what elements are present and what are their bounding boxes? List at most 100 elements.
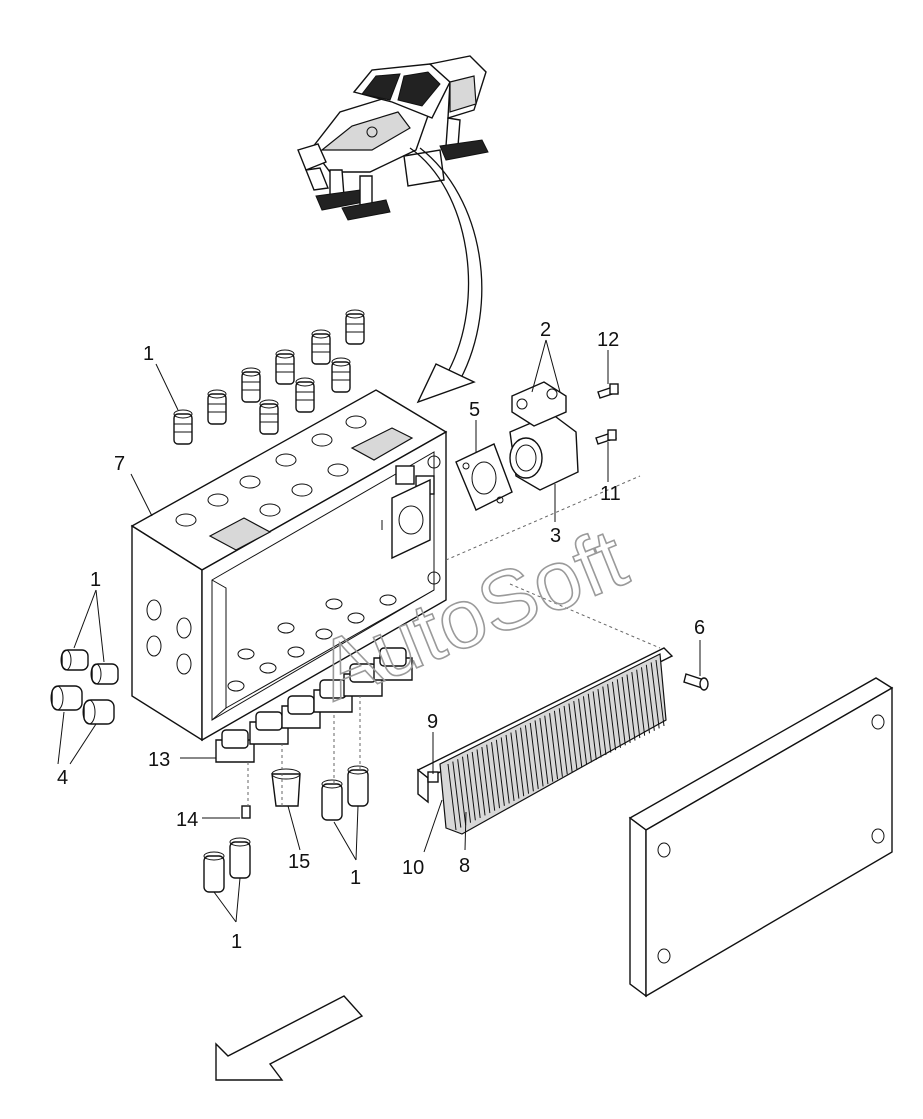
front-holes: [146, 599, 192, 675]
callout-1-bottom-left: 1: [231, 931, 242, 953]
terminal-fin: [476, 749, 486, 816]
terminal-fin: [587, 693, 597, 760]
terminal-fin: [616, 679, 626, 746]
gland: [321, 779, 343, 821]
cable-glands-top: [173, 309, 365, 445]
callout-1-bottom-center: 1: [350, 867, 361, 889]
gland: [259, 399, 279, 435]
terminal-fin: [568, 703, 578, 770]
terminal-fin: [510, 732, 520, 799]
terminal-fin: [592, 691, 602, 758]
screw-6: [683, 673, 709, 691]
gland: [347, 765, 369, 807]
gland: [207, 389, 227, 425]
terminal-fin: [539, 717, 549, 785]
terminal-fin: [626, 674, 636, 741]
callout-1-left: 1: [90, 569, 101, 591]
callouts: 1 1 1 1 2 3 4 5 6 7 8 9 10 11 12 13 14 1…: [57, 319, 705, 953]
alignment-lines: [247, 475, 661, 806]
gland: [90, 663, 119, 685]
terminal-fin: [500, 737, 510, 804]
terminal-fin: [447, 763, 457, 831]
terminal-fin: [640, 667, 650, 734]
terminal-fin: [645, 664, 655, 731]
connector: [373, 647, 413, 681]
terminal-fin: [524, 725, 534, 792]
terminal-fin: [515, 730, 525, 797]
terminal-fin: [481, 747, 491, 814]
terminal-fin: [549, 713, 559, 780]
terminal-fin: [611, 681, 621, 748]
gland: [311, 329, 331, 365]
machine-overview: [297, 55, 489, 221]
gland: [203, 851, 225, 893]
terminal-fin: [495, 739, 505, 806]
terminal-fins: [447, 659, 665, 831]
gland: [173, 409, 193, 445]
connector-row: [215, 647, 413, 763]
callout-10: 10: [402, 857, 424, 879]
connector: [215, 729, 255, 763]
callout-12: 12: [597, 329, 619, 351]
direction-arrow: [215, 995, 364, 1081]
gland: [331, 357, 351, 393]
terminal-fin: [597, 688, 607, 756]
terminal-fin: [466, 754, 476, 821]
callout-11: 11: [600, 483, 621, 505]
terminal-fin: [491, 742, 501, 809]
gland: [241, 367, 261, 403]
callout-9: 9: [427, 711, 438, 733]
callout-3: 3: [550, 525, 561, 547]
callout-7: 7: [114, 453, 125, 475]
terminal-fin: [631, 672, 641, 739]
cable-glands-left: [50, 649, 119, 725]
gland: [60, 649, 89, 671]
connector: [249, 711, 289, 745]
terminal-fin: [486, 744, 496, 811]
small-parts: [203, 765, 369, 893]
gland: [82, 699, 115, 725]
terminal-fin: [529, 722, 539, 789]
callout-14: 14: [176, 809, 198, 831]
gland: [275, 349, 295, 385]
terminal-fin: [505, 734, 515, 802]
terminal-fin: [457, 759, 467, 826]
terminal-fin: [558, 708, 568, 775]
connector: [313, 679, 353, 713]
terminal-fin: [544, 715, 554, 782]
terminal-fin: [578, 698, 588, 765]
callout-5: 5: [469, 399, 480, 421]
leader-lines: [57, 339, 701, 923]
bottom-holes: [227, 594, 397, 692]
terminal-fin: [520, 727, 530, 794]
terminal-fin: [655, 659, 665, 727]
terminal-fin: [471, 751, 481, 818]
terminal-fin: [573, 701, 583, 768]
callout-1-top: 1: [143, 343, 154, 365]
terminal-fin: [563, 705, 573, 773]
terminal-fin: [462, 756, 472, 823]
gland: [229, 837, 251, 879]
callout-13: 13: [148, 749, 170, 771]
cover-plate: [628, 677, 894, 998]
side-openings: [381, 455, 441, 585]
callout-4: 4: [57, 767, 68, 789]
terminal-fin: [452, 761, 462, 828]
terminal-fin: [582, 696, 592, 763]
gland: [295, 377, 315, 413]
top-holes: [175, 415, 367, 527]
terminal-fin: [607, 684, 617, 751]
terminal-fin: [636, 669, 646, 736]
callout-6: 6: [694, 617, 705, 639]
callout-2: 2: [540, 319, 551, 341]
gland: [345, 309, 365, 345]
terminal-strip: [416, 647, 674, 835]
terminal-fin: [602, 686, 612, 753]
terminal-fin: [534, 720, 544, 787]
gland: [50, 685, 83, 711]
junction-box: [130, 389, 448, 742]
terminal-fin: [621, 676, 631, 743]
callout-15: 15: [288, 851, 310, 873]
terminal-fin: [553, 710, 563, 777]
